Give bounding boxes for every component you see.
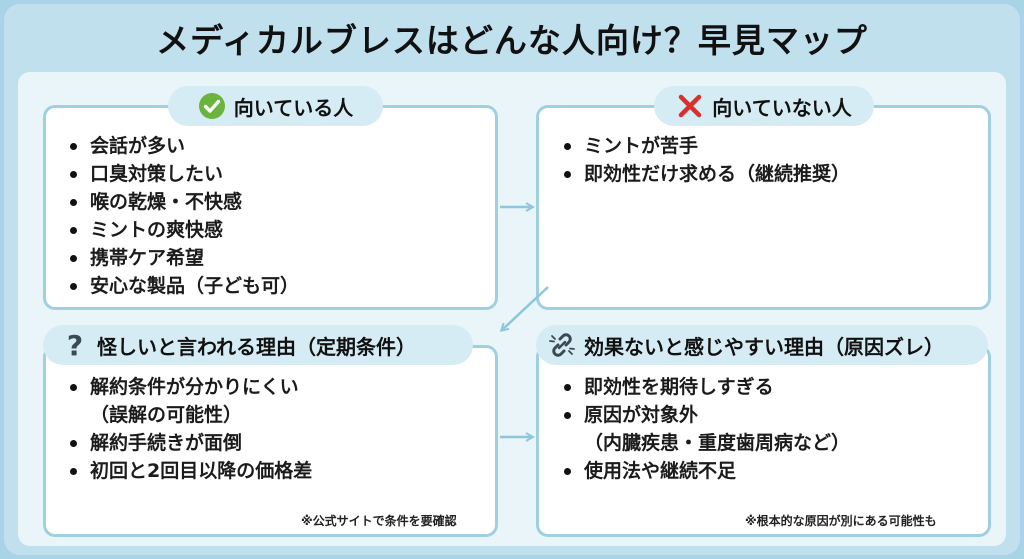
suitable-label: 向いている人	[233, 95, 354, 120]
ineffective-label: 効果ないと感じやすい理由（原因ズレ）	[584, 334, 944, 359]
cross-icon	[676, 92, 704, 120]
arrow-diagonal	[502, 286, 549, 330]
ineffective-list: 即効性を期待しすぎる 原因が対象外（内臓疾患・重度歯周病など） 使用法や継続不足	[560, 373, 850, 485]
broken-link-icon	[548, 331, 576, 359]
ineffective-header: 効果ないと感じやすい理由（原因ズレ）	[536, 325, 988, 365]
map-panel: 向いている人 会話が多い 口臭対策したい 喉の乾燥・不快感 ミントの爽快感 携帯…	[18, 72, 1006, 546]
list-item: 喉の乾燥・不快感	[66, 188, 299, 216]
suspicious-label: 怪しいと言われる理由（定期条件）	[97, 334, 416, 359]
map-frame: メディカルブレスはどんな人向け？早見マップ 向いている人 会話が多い 口臭対策し…	[4, 4, 1020, 555]
list-item: 会話が多い	[66, 132, 299, 160]
unsuitable-header: 向いていない人	[654, 86, 874, 126]
list-item: 使用法や継続不足	[560, 457, 850, 485]
list-item: 即効性を期待しすぎる	[560, 373, 850, 401]
unsuitable-list: ミントが苦手 即効性だけ求める（継続推奨）	[560, 132, 850, 188]
list-item: ミントの爽快感	[66, 216, 299, 244]
list-item: 解約手続きが面倒	[66, 429, 312, 457]
question-icon: ?	[61, 331, 89, 359]
list-item: 初回と2回目以降の価格差	[66, 457, 312, 485]
list-item: 即効性だけ求める（継続推奨）	[560, 160, 850, 188]
svg-text:?: ?	[67, 331, 83, 359]
list-item: 解約条件が分かりにくい（誤解の可能性）	[66, 373, 312, 429]
check-circle-icon	[198, 92, 226, 120]
suspicious-header: ? 怪しいと言われる理由（定期条件）	[43, 325, 473, 365]
list-item: 安心な製品（子ども可）	[66, 272, 299, 300]
suitable-list: 会話が多い 口臭対策したい 喉の乾燥・不快感 ミントの爽快感 携帯ケア希望 安心…	[66, 132, 299, 300]
suitable-header: 向いている人	[168, 86, 383, 126]
suspicious-list: 解約条件が分かりにくい（誤解の可能性） 解約手続きが面倒 初回と2回目以降の価格…	[66, 373, 312, 485]
ineffective-note: ※根本的な原因が別にある可能性も	[745, 514, 937, 528]
unsuitable-box	[536, 105, 991, 310]
list-item: ミントが苦手	[560, 132, 850, 160]
flow-arrows	[18, 72, 549, 546]
list-item: 原因が対象外（内臓疾患・重度歯周病など）	[560, 401, 850, 457]
ineffective-box	[536, 345, 991, 537]
suspicious-note: ※公式サイトで条件を要確認	[301, 514, 457, 528]
unsuitable-label: 向いていない人	[712, 95, 852, 120]
page-title: メディカルブレスはどんな人向け？早見マップ	[156, 21, 868, 60]
list-item: 携帯ケア希望	[66, 244, 299, 272]
list-item: 口臭対策したい	[66, 160, 299, 188]
